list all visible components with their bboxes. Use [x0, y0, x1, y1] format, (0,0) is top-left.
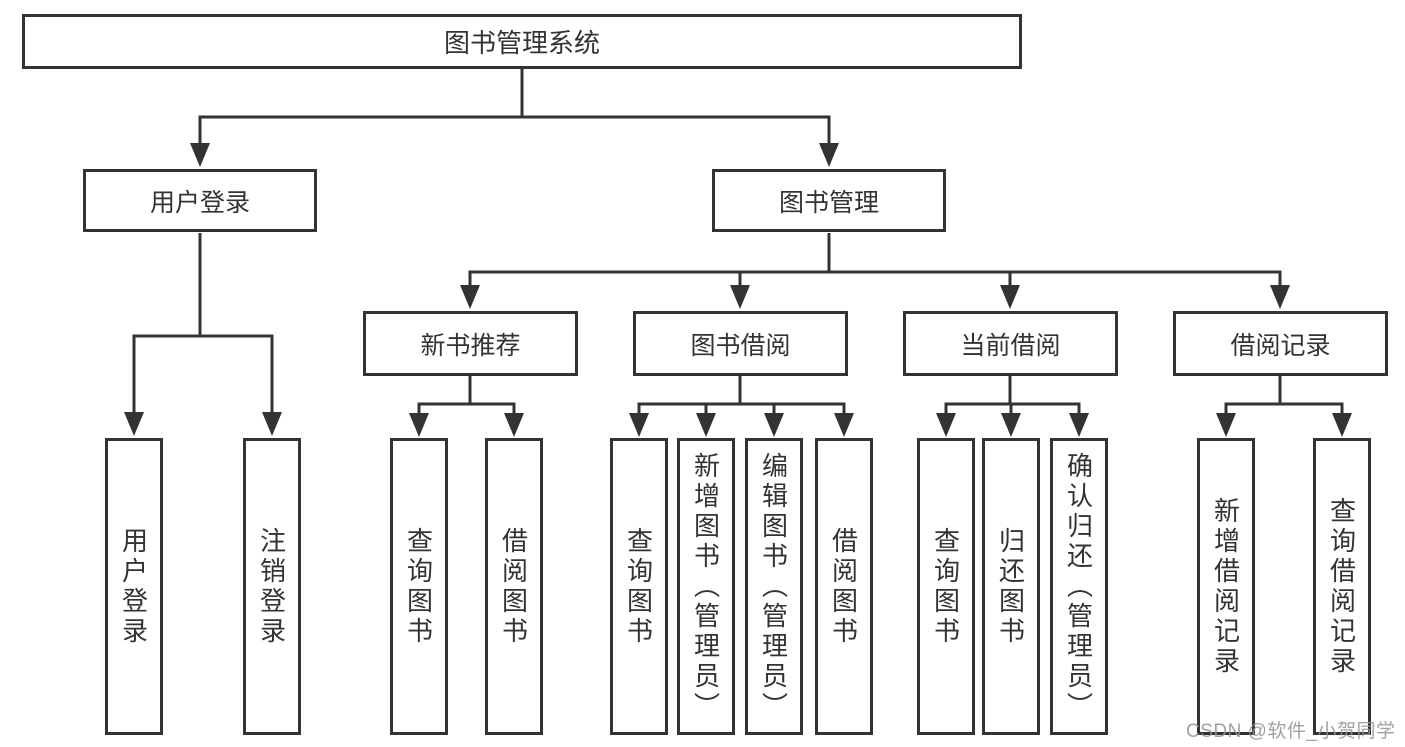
- leaf-confirm-return-admin: 确认归还（管理员）: [1050, 438, 1108, 735]
- leaf-user-login: 用户登录: [105, 438, 163, 735]
- node-current-borrowing: 当前借阅: [903, 311, 1118, 376]
- node-user-login: 用户登录: [83, 169, 317, 232]
- leaf-add-borrow-record: 新增借阅记录: [1197, 438, 1255, 735]
- leaf-query-books-borrowing: 查询图书: [610, 438, 668, 735]
- leaf-borrow-books-recommend: 借阅图书: [485, 438, 543, 735]
- leaf-query-books-recommend: 查询图书: [390, 438, 448, 735]
- leaf-add-books-admin: 新增图书（管理员）: [677, 438, 735, 735]
- leaf-return-books: 归还图书: [982, 438, 1040, 735]
- node-book-borrowing: 图书借阅: [633, 311, 848, 376]
- watermark: CSDN @软件_小贺同学: [1186, 721, 1396, 742]
- node-new-book-recommend: 新书推荐: [363, 311, 578, 376]
- node-book-management: 图书管理: [712, 169, 946, 232]
- leaf-query-borrow-record: 查询借阅记录: [1313, 438, 1371, 735]
- node-borrowing-records: 借阅记录: [1173, 311, 1388, 376]
- node-book-management-system: 图书管理系统: [22, 14, 1022, 69]
- connector-strokes: [132, 69, 1344, 418]
- leaf-edit-books-admin: 编辑图书（管理员）: [745, 438, 803, 735]
- leaf-logout: 注销登录: [243, 438, 301, 735]
- leaf-query-books-current: 查询图书: [917, 438, 975, 735]
- leaf-borrow-books: 借阅图书: [815, 438, 873, 735]
